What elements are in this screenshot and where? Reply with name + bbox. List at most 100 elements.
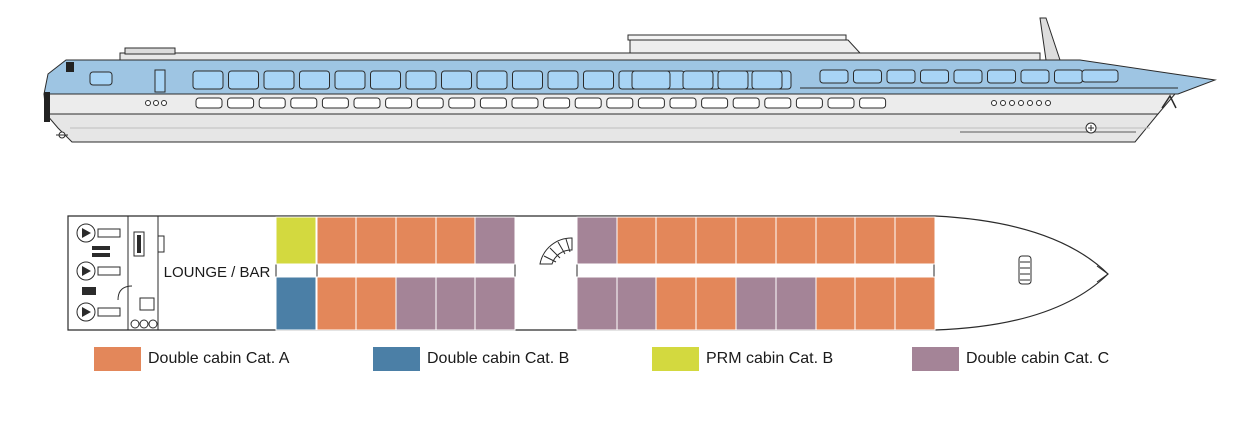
profile-window bbox=[583, 70, 614, 90]
profile-window bbox=[853, 69, 882, 84]
cabin-window bbox=[764, 97, 792, 109]
profile-window bbox=[1054, 69, 1083, 84]
cabin-top-13 bbox=[815, 216, 857, 265]
cabin-window bbox=[637, 97, 665, 109]
porthole bbox=[991, 100, 997, 106]
profile-window bbox=[1081, 69, 1119, 83]
cabin-bottom-14 bbox=[854, 276, 896, 331]
cabin-window bbox=[416, 97, 444, 109]
profile-window bbox=[886, 69, 916, 84]
profile-window bbox=[953, 69, 983, 84]
profile-window bbox=[1020, 69, 1050, 84]
cabin-bottom-11 bbox=[735, 276, 777, 331]
cabin-top-2 bbox=[316, 216, 358, 265]
cabin-window bbox=[827, 97, 855, 109]
profile-window bbox=[717, 70, 749, 90]
cabin-bottom-6 bbox=[474, 276, 516, 331]
cabin-top-4 bbox=[395, 216, 437, 265]
profile-window bbox=[334, 70, 366, 90]
cabin-bottom-3 bbox=[355, 276, 397, 331]
wheelhouse bbox=[629, 39, 862, 54]
deck-plan: LOUNGE / BAR bbox=[67, 215, 1109, 331]
cabin-window bbox=[574, 97, 602, 109]
cabin-window bbox=[732, 97, 760, 109]
profile-window bbox=[819, 69, 849, 84]
profile-window bbox=[405, 70, 437, 90]
profile-window bbox=[920, 69, 949, 84]
fire-hose-reel-icon bbox=[76, 223, 121, 322]
porthole bbox=[1036, 100, 1042, 106]
legend-swatch-cat-a bbox=[94, 347, 141, 371]
cabin-bottom-7 bbox=[576, 276, 618, 331]
cabin-top-12 bbox=[775, 216, 817, 265]
cabin-bottom-5 bbox=[435, 276, 477, 331]
forward-stair-icon bbox=[1018, 255, 1032, 285]
cabin-top-3 bbox=[355, 216, 397, 265]
cabin-window bbox=[795, 97, 823, 109]
legend-item-cat-c: Double cabin Cat. C bbox=[912, 346, 1109, 372]
profile-windows bbox=[89, 69, 1119, 109]
cabin-bottom-8 bbox=[616, 276, 658, 331]
cabin-window bbox=[385, 97, 413, 109]
porthole bbox=[153, 100, 159, 106]
legend-swatch-cat-c bbox=[912, 347, 959, 371]
cabin-top-7 bbox=[576, 216, 618, 265]
profile-window bbox=[299, 70, 330, 90]
profile-window bbox=[263, 70, 295, 90]
legend-item-cat-b: Double cabin Cat. B bbox=[373, 346, 569, 372]
cabin-bottom-15 bbox=[894, 276, 936, 331]
cabin-window bbox=[543, 97, 571, 109]
ship-profile bbox=[43, 17, 1217, 143]
profile-window bbox=[89, 71, 113, 86]
cabin-bottom-13 bbox=[815, 276, 857, 331]
profile-window bbox=[512, 70, 543, 90]
legend-label-cat-a: Double cabin Cat. A bbox=[148, 350, 290, 367]
porthole bbox=[145, 100, 151, 106]
porthole bbox=[1018, 100, 1024, 106]
profile-window bbox=[192, 70, 224, 90]
profile-door bbox=[154, 69, 166, 93]
profile-window bbox=[631, 70, 671, 90]
propeller-icon bbox=[56, 131, 68, 139]
porthole bbox=[1045, 100, 1051, 106]
cabin-top-1 bbox=[275, 216, 317, 265]
profile-window bbox=[682, 70, 714, 90]
cabin-window bbox=[227, 97, 255, 109]
legend-item-cat-a: Double cabin Cat. A bbox=[94, 346, 289, 372]
cabin-grid bbox=[275, 216, 936, 331]
cabin-bottom-12 bbox=[775, 276, 817, 331]
cabin-top-5 bbox=[435, 216, 477, 265]
porthole bbox=[1009, 100, 1015, 106]
cabin-top-11 bbox=[735, 216, 777, 265]
cabin-window bbox=[448, 97, 476, 109]
cabin-top-15 bbox=[894, 216, 936, 265]
profile-window bbox=[228, 70, 259, 90]
porthole bbox=[1027, 100, 1033, 106]
cabin-window bbox=[353, 97, 381, 109]
profile-window bbox=[370, 70, 401, 90]
cabin-bottom-10 bbox=[695, 276, 737, 331]
profile-window bbox=[441, 70, 472, 90]
legend-swatch-cat-b bbox=[373, 347, 420, 371]
cabin-bottom-9 bbox=[655, 276, 697, 331]
profile-window bbox=[751, 70, 783, 90]
profile-window bbox=[476, 70, 508, 90]
cabin-window bbox=[290, 97, 318, 109]
cabin-window bbox=[479, 97, 507, 109]
legend-label-cat-c: Double cabin Cat. C bbox=[966, 350, 1110, 367]
legend-swatch-prm-b bbox=[652, 347, 699, 371]
profile-window bbox=[987, 69, 1016, 84]
cabin-top-6 bbox=[474, 216, 516, 265]
cabin-window bbox=[606, 97, 634, 109]
cabin-top-14 bbox=[854, 216, 896, 265]
anchor-icon bbox=[1085, 122, 1097, 134]
cabin-top-8 bbox=[616, 216, 658, 265]
cabin-window bbox=[511, 97, 539, 109]
cabin-window bbox=[321, 97, 349, 109]
cabin-bottom-1 bbox=[275, 276, 317, 331]
cabin-window bbox=[258, 97, 286, 109]
cabin-window bbox=[701, 97, 729, 109]
staircase-icon bbox=[539, 237, 573, 265]
cabin-window bbox=[669, 97, 697, 109]
